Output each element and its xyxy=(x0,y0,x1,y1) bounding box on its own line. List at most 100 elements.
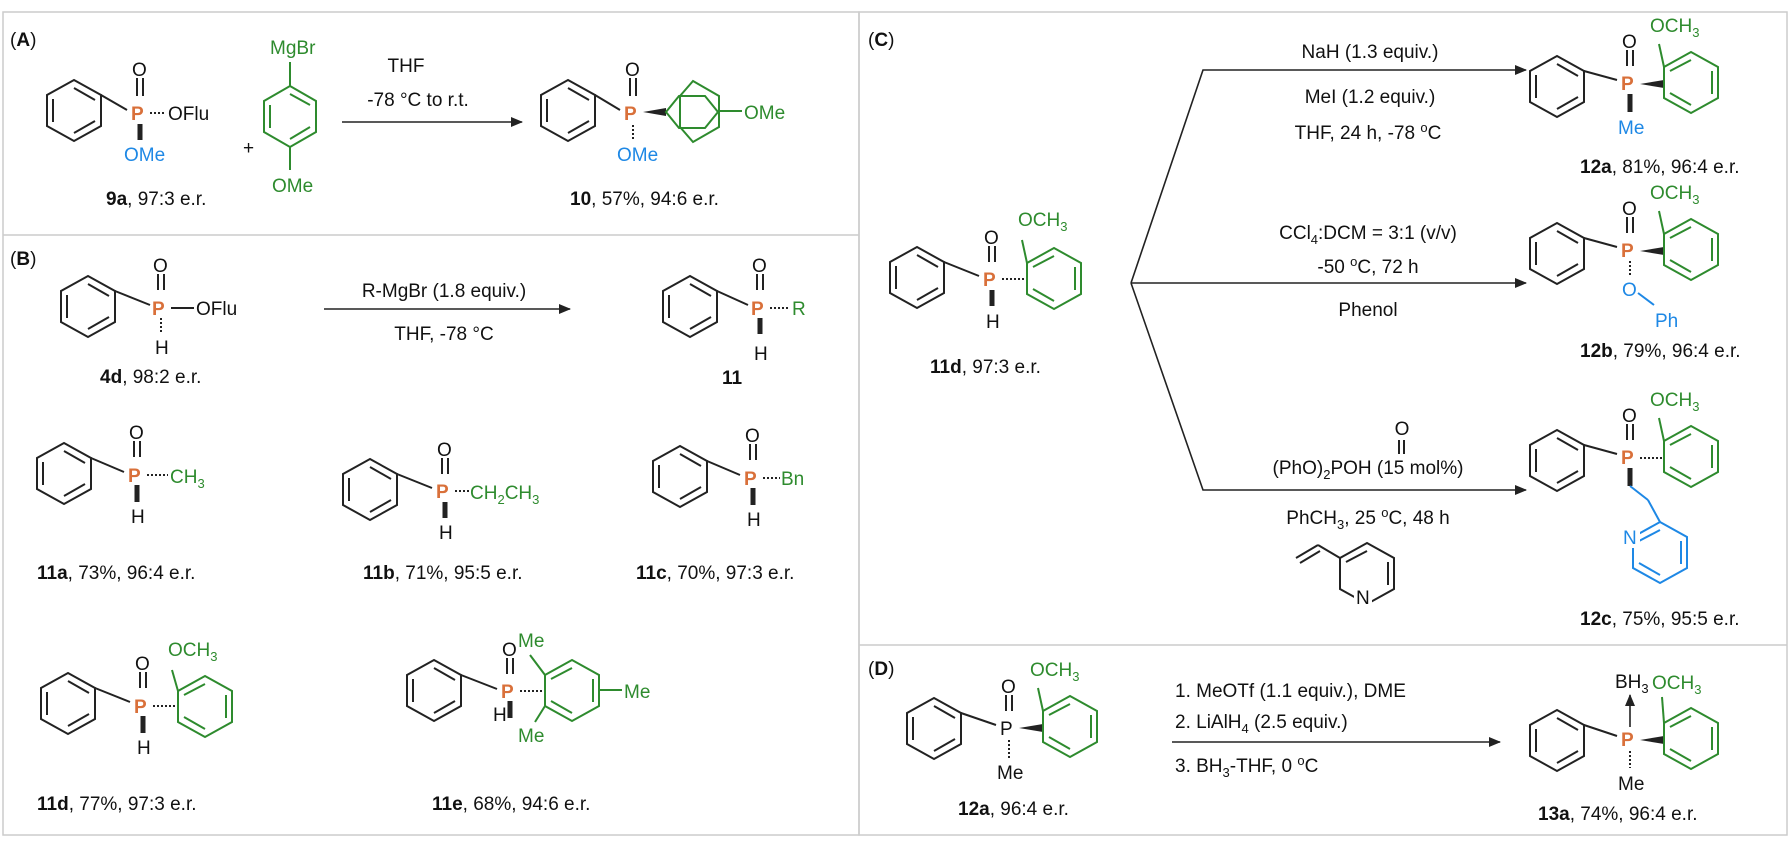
label-11c: 11c, 70%, 97:3 e.r. xyxy=(636,563,794,584)
vinylpyridine: N xyxy=(1295,541,1395,609)
svg-text:N: N xyxy=(1356,588,1370,609)
svg-text:H: H xyxy=(986,312,1000,333)
conditions-c2-above2: -50 oC, 72 h xyxy=(1317,254,1418,278)
phosphorus-atom: P xyxy=(131,104,144,125)
conditions-c1-below-2: THF, 24 h, -78 oC xyxy=(1295,120,1442,144)
svg-text:P: P xyxy=(1621,730,1634,751)
panel-b-tag: (B) xyxy=(10,249,36,270)
svg-text:O: O xyxy=(153,256,168,277)
svg-text:OCH3: OCH3 xyxy=(168,640,217,664)
svg-text:OFlu: OFlu xyxy=(168,104,209,125)
label-12c: 12c, 75%, 95:5 e.r. xyxy=(1580,609,1740,630)
panel-a: (A) O P OFlu OMe 9a, 97:3 e.r. + MgBr OM… xyxy=(10,30,785,210)
svg-text:P: P xyxy=(983,270,996,291)
label-11d-b: 11d, 77%, 97:3 e.r. xyxy=(37,794,197,815)
compound-11a: O P CH3 H 11a, 73%, 96:4 e.r. xyxy=(36,423,205,584)
label-12a: 12a, 81%, 96:4 e.r. xyxy=(1580,157,1740,178)
panel-a-tag: (A) xyxy=(10,30,36,51)
svg-text:O: O xyxy=(437,440,452,461)
svg-text:P: P xyxy=(1621,241,1634,262)
svg-text:P: P xyxy=(501,682,514,703)
svg-text:Bn: Bn xyxy=(781,469,804,490)
compound-12a-d: O P OCH3 Me 12a, 96:4 e.r. xyxy=(906,660,1098,820)
svg-text:O: O xyxy=(752,256,767,277)
conditions-d-1: 1. MeOTf (1.1 equiv.), DME xyxy=(1175,681,1406,702)
compound-11b: O P CH2CH3 H 11b, 71%, 95:5 e.r. xyxy=(342,440,539,584)
svg-text:O: O xyxy=(1622,406,1637,427)
svg-text:OCH3: OCH3 xyxy=(1650,390,1699,414)
compound-13a: BH3 P OCH3 Me 13a, 74%, 96:4 e.r. xyxy=(1529,672,1719,825)
compound-11d-b: O P OCH3 H 11d, 77%, 97:3 e.r. xyxy=(37,640,233,815)
svg-text:O: O xyxy=(1001,677,1016,698)
panel-d-tag: (D) xyxy=(868,659,894,680)
svg-text:Me: Me xyxy=(997,763,1023,784)
svg-text:H: H xyxy=(754,344,768,365)
label-11e: 11e, 68%, 94:6 e.r. xyxy=(432,794,590,815)
svg-text:P: P xyxy=(134,697,147,718)
svg-text:MgBr: MgBr xyxy=(270,38,316,59)
conditions-c1-above: NaH (1.3 equiv.) xyxy=(1302,42,1439,63)
label-11: 11 xyxy=(722,368,743,389)
svg-text:H: H xyxy=(747,510,761,531)
branch-arrows xyxy=(1130,65,1527,495)
svg-text:P: P xyxy=(751,299,764,320)
label-10: 10, 57%, 94:6 e.r. xyxy=(570,189,719,210)
conditions-c1-below-1: MeI (1.2 equiv.) xyxy=(1305,87,1436,108)
label-9a: 9a, 97:3 e.r. xyxy=(106,189,206,210)
svg-text:H: H xyxy=(155,338,169,359)
svg-text:N: N xyxy=(1623,528,1637,549)
svg-text:OMe: OMe xyxy=(617,145,658,166)
svg-text:O: O xyxy=(745,426,760,447)
svg-text:P: P xyxy=(436,482,449,503)
panel-borders xyxy=(2,11,1788,836)
svg-text:OMe: OMe xyxy=(124,145,165,166)
compound-11d-c: O P OCH3 H 11d, 97:3 e.r. xyxy=(889,210,1082,378)
conditions-a-2: -78 °C to r.t. xyxy=(367,90,469,111)
svg-text:P: P xyxy=(1000,719,1013,740)
svg-text:O: O xyxy=(1622,32,1637,53)
label-4d: 4d, 98:2 e.r. xyxy=(100,367,201,388)
label-11d-c: 11d, 97:3 e.r. xyxy=(930,357,1041,378)
svg-text:P: P xyxy=(624,104,637,125)
compound-10: O P OMe OMe 10, 57%, 94:6 e.r. xyxy=(540,60,785,210)
svg-text:CH3: CH3 xyxy=(170,467,205,491)
svg-text:O: O xyxy=(1622,280,1637,301)
svg-text:Me: Me xyxy=(518,726,544,747)
svg-text:P: P xyxy=(1621,448,1634,469)
conditions-d-2: 2. LiAlH4 (2.5 equiv.) xyxy=(1175,712,1348,736)
conditions-c3-below: PhCH3, 25 oC, 48 h xyxy=(1286,505,1449,532)
conditions-c2-below: Phenol xyxy=(1338,300,1397,321)
compound-4d: O P OFlu H 4d, 98:2 e.r. xyxy=(60,256,237,388)
label-13a: 13a, 74%, 96:4 e.r. xyxy=(1538,804,1698,825)
svg-text:P: P xyxy=(152,299,165,320)
svg-text:OMe: OMe xyxy=(272,176,313,197)
conditions-a-1: THF xyxy=(388,56,425,77)
compound-12a: O P OCH3 Me 12a, 81%, 96:4 e.r. xyxy=(1529,16,1740,178)
compound-12c: O P OCH3 N 12c, 75%, 95:5 e.r. xyxy=(1529,390,1740,630)
svg-text:O: O xyxy=(502,640,517,661)
panel-c-tag: (C) xyxy=(868,30,894,51)
svg-text:H: H xyxy=(131,507,145,528)
conditions-b-1: R-MgBr (1.8 equiv.) xyxy=(362,281,526,302)
svg-text:P: P xyxy=(1621,74,1634,95)
conditions-d-3: 3. BH3-THF, 0 oC xyxy=(1175,753,1318,780)
svg-text:O: O xyxy=(625,60,640,81)
svg-text:BH3: BH3 xyxy=(1615,672,1649,696)
svg-text:O: O xyxy=(1622,199,1637,220)
svg-text:Ph: Ph xyxy=(1655,311,1678,332)
svg-text:Me: Me xyxy=(518,631,544,652)
conditions-c3-above: (PhO)2POH (15 mol%) xyxy=(1273,458,1464,482)
svg-text:OCH3: OCH3 xyxy=(1650,16,1699,40)
label-12b: 12b, 79%, 96:4 e.r. xyxy=(1580,341,1741,362)
svg-text:OCH3: OCH3 xyxy=(1652,673,1701,697)
svg-text:OFlu: OFlu xyxy=(196,299,237,320)
svg-text:OCH3: OCH3 xyxy=(1650,183,1699,207)
compound-9a: O P OFlu OMe 9a, 97:3 e.r. xyxy=(46,60,209,210)
compound-11: O P R H 11 xyxy=(662,256,806,389)
label-11a: 11a, 73%, 96:4 e.r. xyxy=(37,563,195,584)
svg-text:P: P xyxy=(744,469,757,490)
conditions-b-2: THF, -78 °C xyxy=(394,324,493,345)
label-11b: 11b, 71%, 95:5 e.r. xyxy=(363,563,523,584)
svg-text:O: O xyxy=(135,654,150,675)
